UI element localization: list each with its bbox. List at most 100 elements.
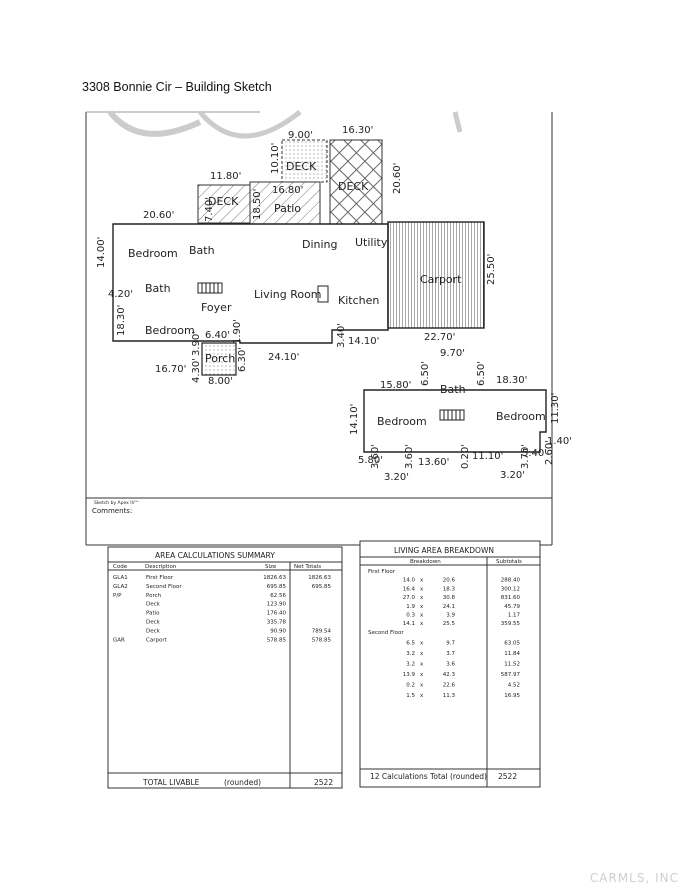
breakdown-cell-sub: 45.79 xyxy=(504,604,520,610)
breakdown-cell-b: 22.6 xyxy=(443,682,456,688)
dimension-label: 24.10' xyxy=(268,352,299,363)
page-title: 3308 Bonnie Cir – Building Sketch xyxy=(82,80,272,94)
dimension-label: 1.90' xyxy=(232,319,243,344)
room-label: Utility xyxy=(355,236,388,249)
breakdown-times: x xyxy=(420,640,424,646)
dimension-label: 11.80' xyxy=(210,171,241,182)
summary-cell-size: 90.90 xyxy=(270,628,286,634)
breakdown-heading: LIVING AREA BREAKDOWN xyxy=(394,546,494,555)
summary-cell-desc: Deck xyxy=(146,628,161,634)
dimension-label: 6.50' xyxy=(476,361,487,386)
dimension-label: 5.40' xyxy=(522,448,547,459)
patio-area xyxy=(249,181,321,225)
breakdown-col-subtotals: Subtotals xyxy=(496,559,522,565)
breakdown-times: x xyxy=(420,578,424,584)
breakdown-cell-b: 30.8 xyxy=(443,595,456,601)
dimension-label: 16.70' xyxy=(155,364,186,375)
summary-heading: AREA CALCULATIONS SUMMARY xyxy=(155,551,275,560)
breakdown-cell-a: 27.0 xyxy=(403,595,416,601)
dimension-label: 10.10' xyxy=(270,143,281,174)
dimension-label: 15.80' xyxy=(380,380,411,391)
dimension-label: 4.30' xyxy=(191,358,202,383)
breakdown-cell-a: 14.0 xyxy=(403,578,416,584)
breakdown-cell-sub: 63.05 xyxy=(504,640,520,646)
dimension-label: 6.40' xyxy=(205,330,230,341)
summary-col-size: Size xyxy=(265,564,277,570)
breakdown-times: x xyxy=(420,651,424,657)
breakdown-cell-b: 11.3 xyxy=(443,693,456,699)
breakdown-times: x xyxy=(420,586,424,592)
summary-cell-net: 578.85 xyxy=(312,637,332,643)
room-label: Bedroom xyxy=(377,415,427,428)
room-label: Bedroom xyxy=(496,410,546,423)
room-label: DECK xyxy=(208,195,239,208)
summary-cell-size: 335.78 xyxy=(267,620,287,626)
summary-cell-code: GLA2 xyxy=(113,584,128,590)
breakdown-cell-a: 14.1 xyxy=(403,621,415,627)
dimension-label: 6.30' xyxy=(237,347,248,372)
dimension-label: 14.10' xyxy=(348,336,379,347)
breakdown-section-label: First Floor xyxy=(368,569,396,575)
breakdown-times: x xyxy=(420,613,424,619)
room-label: DECK xyxy=(286,160,317,173)
dimension-label: 11.10' xyxy=(472,451,503,462)
deck-upper-right xyxy=(329,139,383,225)
summary-cell-size: 578.85 xyxy=(267,637,287,643)
breakdown-cell-a: 1.9 xyxy=(406,604,415,610)
area-summary-table: AREA CALCULATIONS SUMMARY Code Descripti… xyxy=(107,546,343,789)
dimension-label: 9.70' xyxy=(440,348,465,359)
dimension-label: 14.00' xyxy=(96,237,107,268)
summary-cell-net: 1826.63 xyxy=(308,575,331,581)
breakdown-cell-b: 3.9 xyxy=(446,613,455,619)
summary-cell-code: P/P xyxy=(113,593,122,599)
room-label: Bedroom xyxy=(145,324,195,337)
fireplace-icon xyxy=(317,285,329,303)
breakdown-cell-b: 25.5 xyxy=(443,621,456,627)
summary-total-label: TOTAL LIVABLE xyxy=(142,778,200,787)
dimension-label: 13.60' xyxy=(418,457,449,468)
summary-cell-desc: Deck xyxy=(146,620,161,626)
dimension-label: 3.60' xyxy=(370,444,381,469)
stairs-icon xyxy=(197,282,223,294)
dimension-label: 14.10' xyxy=(349,404,360,435)
room-label: Living Room xyxy=(254,288,322,301)
dimension-label: 16.30' xyxy=(342,125,373,136)
dimension-label: 18.30' xyxy=(116,305,127,336)
breakdown-cell-b: 9.7 xyxy=(446,640,455,646)
breakdown-cell-sub: 831.60 xyxy=(501,595,521,601)
porch-area xyxy=(201,342,237,376)
breakdown-cell-a: 6.5 xyxy=(406,640,415,646)
dimension-label: 3.60' xyxy=(404,444,415,469)
breakdown-cell-a: 13.9 xyxy=(403,672,416,678)
room-label: Foyer xyxy=(201,301,232,314)
dimension-label: 3.20' xyxy=(384,472,409,483)
breakdown-section-label: Second Floor xyxy=(368,630,404,636)
dimension-label: 22.70' xyxy=(424,332,455,343)
living-area-breakdown-table: LIVING AREA BREAKDOWN Breakdown Subtotal… xyxy=(359,540,541,788)
summary-cell-net: 789.54 xyxy=(312,628,332,634)
room-label: Kitchen xyxy=(338,294,379,307)
summary-cell-size: 1826.63 xyxy=(263,575,286,581)
breakdown-cell-sub: 16.95 xyxy=(504,693,520,699)
dimension-label: 9.00' xyxy=(288,130,313,141)
room-label: Bath xyxy=(145,282,171,295)
room-label: Bath xyxy=(440,383,466,396)
room-label: Patio xyxy=(274,202,301,215)
breakdown-cell-a: 3.2 xyxy=(406,661,415,667)
breakdown-times: x xyxy=(420,672,424,678)
dimension-label: 18.30' xyxy=(496,375,527,386)
room-label: DECK xyxy=(338,180,369,193)
summary-cell-size: 695.85 xyxy=(267,584,287,590)
room-label: Dining xyxy=(302,238,338,251)
summary-cell-desc: First Floor xyxy=(146,575,174,581)
summary-cell-code: GLA1 xyxy=(113,575,128,581)
breakdown-cell-a: 3.2 xyxy=(406,651,415,657)
sketch-credit: Sketch by Apex IV™ xyxy=(94,500,139,506)
breakdown-cell-b: 3.6 xyxy=(446,661,455,667)
summary-col-desc: Description xyxy=(145,564,177,570)
second-floor-outline xyxy=(363,389,547,453)
